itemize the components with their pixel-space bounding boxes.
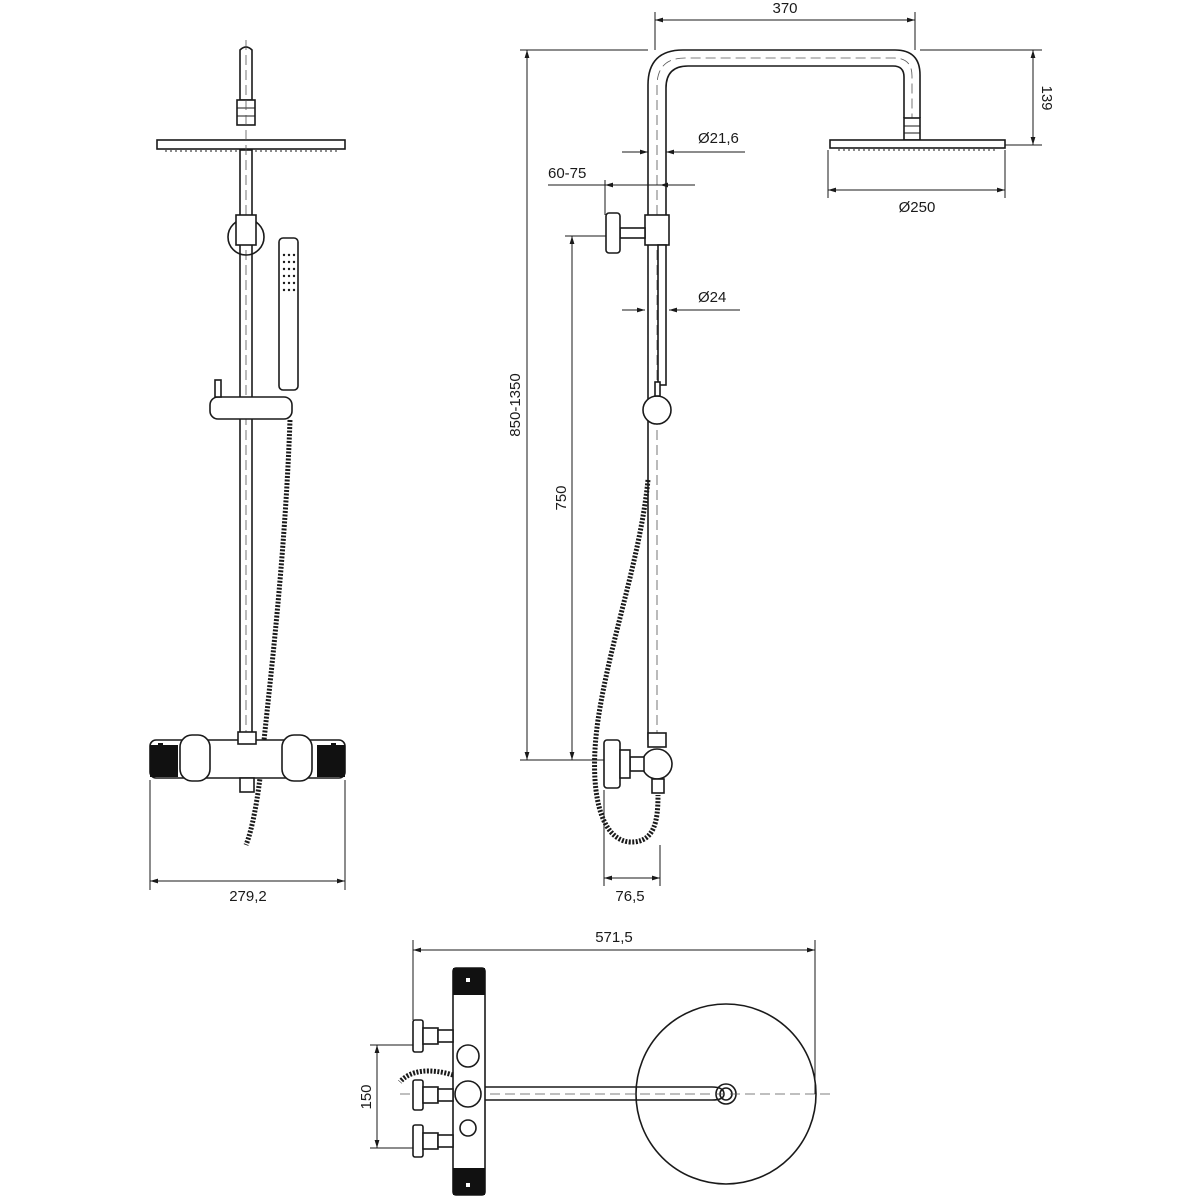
top-view [398,967,830,1196]
dim-mixer-width: 279,2 [229,888,267,905]
dim-height-range: 850-1350 [507,373,524,436]
dim-head-diameter: Ø250 [899,199,936,216]
dim-connection-spacing: 150 [358,1084,375,1109]
slider-side [642,395,672,425]
dim-rail-height: 750 [553,485,570,510]
dim-head-height: 139 [1038,85,1055,110]
left-handle-cap [150,745,178,777]
arm-top [485,1086,725,1101]
hose-front [243,419,293,846]
shower-head-side [829,139,1006,149]
right-handle-cap [317,745,345,777]
dim-rail-diameter: Ø24 [698,289,726,306]
dim-arm-length: 370 [772,0,797,17]
upper-connection-top [412,1019,454,1053]
dim-total-projection: 571,5 [595,929,633,946]
slider [209,396,293,420]
dimension-lines [149,12,1042,1149]
diverter-side [641,748,673,780]
top-riser [239,46,253,101]
lower-wall-rosette [603,739,621,789]
arm-outer [647,49,921,740]
dim-mixer-depth: 76,5 [615,888,644,905]
shower-head-front [156,139,346,150]
front-view [149,40,346,846]
middle-connection-top [412,1079,454,1111]
hand-shower-front [278,237,299,391]
hose-top [398,1068,454,1084]
upper-wall-bracket [644,214,670,246]
upper-wall-rosette [605,212,621,254]
shower-head-top [635,1003,817,1185]
lower-connection-top [412,1124,454,1158]
side-view [592,49,1006,845]
arm-inner [665,65,905,215]
dim-wall-distance: 60-75 [548,165,586,182]
hose-side [592,479,661,845]
dim-arm-diameter: Ø21,6 [698,130,739,147]
